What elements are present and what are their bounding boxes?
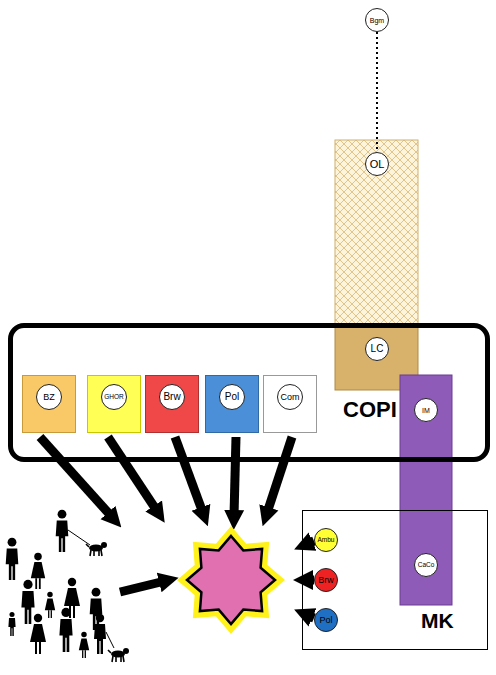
node-label: CaCo bbox=[418, 562, 435, 569]
source-circle: Bgm bbox=[365, 8, 389, 32]
block-arrow bbox=[40, 437, 112, 517]
hatched-band bbox=[335, 140, 418, 327]
block-arrow bbox=[120, 581, 165, 592]
dotted-connector bbox=[376, 32, 378, 152]
role-circle: OL bbox=[365, 152, 389, 176]
label-circle: Brw bbox=[159, 384, 185, 410]
block-arrow bbox=[307, 576, 314, 585]
person-figure bbox=[8, 612, 15, 636]
node-label: LC bbox=[371, 344, 384, 354]
label-circle: Com bbox=[277, 384, 303, 410]
person-figure bbox=[31, 553, 45, 589]
block-arrows bbox=[40, 437, 314, 618]
node-label: BZ bbox=[43, 393, 55, 402]
group-box: MK AmbuCaCoBrwPol bbox=[302, 510, 488, 650]
leash-line bbox=[68, 530, 90, 545]
person-figure bbox=[6, 538, 19, 580]
node-label: Ambu bbox=[318, 537, 335, 544]
person-figure bbox=[56, 510, 69, 552]
label-circle: Pol bbox=[219, 384, 245, 410]
person-figure bbox=[21, 580, 34, 624]
person-figure bbox=[30, 614, 46, 654]
star-glow bbox=[187, 536, 275, 624]
person-figure bbox=[59, 608, 72, 652]
block-arrow bbox=[234, 437, 236, 516]
node-label: GHOR bbox=[104, 394, 124, 401]
node-label: IM bbox=[422, 407, 430, 414]
crowd-illustration bbox=[6, 510, 129, 662]
block-arrow bbox=[108, 437, 157, 511]
event-star bbox=[187, 536, 275, 624]
role-circle: IM bbox=[414, 398, 438, 422]
service-circle: Pol bbox=[314, 608, 338, 632]
person-figure bbox=[79, 632, 89, 658]
node-label: Bgm bbox=[370, 17, 384, 24]
group-title: MK bbox=[421, 610, 454, 631]
service-tile: Brw bbox=[145, 375, 199, 433]
block-arrow bbox=[307, 541, 314, 544]
service-tile: Com bbox=[263, 375, 317, 433]
dog-figure bbox=[86, 542, 107, 556]
service-circle: Ambu bbox=[314, 528, 338, 552]
block-arrow bbox=[307, 615, 314, 618]
node-label: Com bbox=[280, 393, 299, 402]
group-box: COPI LC BZ GHOR Brw Pol ComIM bbox=[8, 323, 490, 462]
block-arrow bbox=[267, 437, 292, 513]
service-circle: Brw bbox=[314, 568, 338, 592]
node-label: Pol bbox=[225, 392, 239, 402]
service-tile: Pol bbox=[205, 375, 259, 433]
label-circle: BZ bbox=[36, 384, 62, 410]
person-figure bbox=[94, 614, 106, 654]
node-label: Brw bbox=[163, 392, 180, 402]
group-title: COPI bbox=[343, 399, 397, 421]
role-circle: CaCo bbox=[414, 553, 438, 577]
role-circle: LC bbox=[365, 337, 389, 361]
node-label: Brw bbox=[318, 576, 334, 585]
service-tile: BZ bbox=[22, 375, 76, 433]
service-tile: GHOR bbox=[87, 375, 141, 433]
leash-line bbox=[106, 632, 114, 648]
purple-band bbox=[400, 375, 452, 605]
person-figure bbox=[45, 592, 55, 618]
star-shape bbox=[187, 536, 275, 624]
label-circle: GHOR bbox=[101, 384, 127, 410]
node-label: OL bbox=[370, 159, 385, 170]
node-label: Pol bbox=[319, 616, 332, 625]
block-arrow bbox=[175, 437, 203, 513]
person-figure bbox=[90, 588, 103, 630]
person-figure bbox=[64, 578, 80, 618]
dog-figure bbox=[108, 648, 129, 662]
